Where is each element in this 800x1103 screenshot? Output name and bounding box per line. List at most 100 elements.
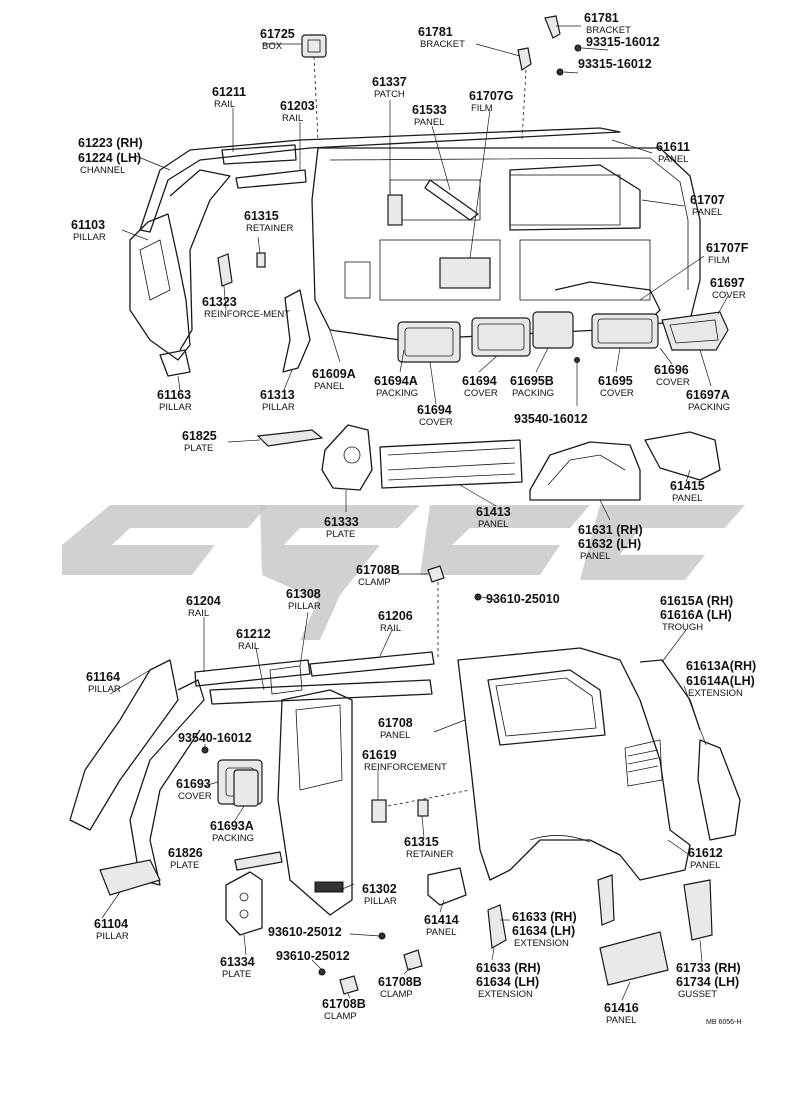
bracket-61781-part	[544, 15, 561, 39]
part-number: 61695	[598, 374, 633, 388]
part-number: 61694	[462, 374, 497, 388]
part-number: 61693A	[210, 819, 254, 833]
part-name: REINFORCE-MENT	[204, 309, 290, 320]
part-number: 61315	[244, 209, 279, 223]
part-number: 61615A (RH)	[660, 594, 733, 608]
part-name: PLATE	[170, 860, 199, 871]
part-name: RETAINER	[246, 223, 293, 234]
plate-61826-part	[234, 851, 283, 871]
part-name: PANEL	[380, 730, 410, 741]
part-name: PATCH	[374, 89, 405, 100]
part-number: 61337	[372, 75, 407, 89]
part-number: 61696	[654, 363, 689, 377]
part-name: COVER	[178, 791, 212, 802]
extension-61613A-part	[697, 739, 741, 841]
part-number: 61164	[86, 670, 120, 684]
part-number: 61334	[220, 955, 255, 969]
part-number: 61614A(LH)	[686, 674, 755, 688]
part-label-93610a: 93610-25010	[486, 592, 560, 606]
part-number: 61414	[424, 913, 459, 927]
watermark-logo	[62, 505, 745, 640]
part-number: 93315-16012	[586, 35, 660, 49]
panel-61612-part	[457, 647, 691, 881]
panel-61415-part	[644, 431, 721, 481]
plate-61825-part	[256, 429, 324, 447]
part-labels: 61725BOX61781BRACKET61781BRACKET93315-16…	[71, 11, 756, 1026]
leader-lines	[101, 25, 729, 1001]
part-number: 93610-25012	[276, 949, 350, 963]
part-label-61633b: 61633 (RH)	[476, 961, 541, 975]
part-number: 93610-25010	[486, 592, 560, 606]
part-name: BRACKET	[586, 25, 631, 36]
part-name: PANEL	[658, 154, 688, 165]
part-number: 61103	[71, 218, 105, 232]
part-number: 93540-16012	[514, 412, 588, 426]
part-name: RAIL	[380, 623, 401, 634]
part-number: 61707G	[469, 89, 513, 103]
part-name: REINFORCEMENT	[364, 762, 447, 773]
part-number: 61416	[604, 1001, 639, 1015]
part-name: RETAINER	[406, 849, 453, 860]
diagram-code: MB 6056-H	[706, 1019, 741, 1026]
part-name: COVER	[464, 388, 498, 399]
part-number: 61781	[418, 25, 453, 39]
part-number: 61697A	[686, 388, 730, 402]
part-number: 61223 (RH)	[78, 136, 143, 150]
part-name: PACKING	[688, 402, 730, 413]
part-name: COVER	[656, 377, 690, 388]
part-label-61613A: 61613A(RH)	[686, 659, 756, 673]
part-number: 61632 (LH)	[578, 537, 641, 551]
part-number: 61734 (LH)	[676, 975, 739, 989]
pillar-61163-part	[169, 169, 231, 351]
film-61707G-part	[439, 257, 491, 289]
part-label-61614A: 61614A(LH)EXTENSION	[686, 674, 755, 699]
part-number: 61694A	[374, 374, 418, 388]
part-label-61631: 61631 (RH)	[578, 523, 643, 537]
part-label-61634b: 61634 (LH)EXTENSION	[476, 975, 539, 1000]
part-number: 61333	[324, 515, 359, 529]
pillar-61164-part	[69, 659, 179, 831]
part-name: RAIL	[282, 113, 303, 124]
part-number: 61616A (LH)	[660, 608, 732, 622]
part-name: PILLAR	[159, 402, 192, 413]
reinforcement-61323-part	[217, 253, 233, 287]
part-name: TROUGH	[662, 622, 703, 633]
part-name: CLAMP	[324, 1011, 357, 1022]
packing-61695B-part	[532, 311, 574, 349]
part-name: COVER	[600, 388, 634, 399]
clamp-61708B-part-2	[339, 975, 359, 995]
part-name: CLAMP	[358, 577, 391, 588]
part-number: 61708	[378, 716, 413, 730]
part-number: 61609A	[312, 367, 356, 381]
part-label-61634a: 61634 (LH)EXTENSION	[512, 924, 575, 949]
part-number: 61413	[476, 505, 511, 519]
extension-61633-part	[597, 874, 615, 926]
channel-61223-part	[139, 127, 621, 233]
part-number: 61224 (LH)	[78, 151, 141, 165]
part-number: 61697	[710, 276, 745, 290]
retainer-61315-part	[256, 252, 266, 268]
rail-61211-part	[221, 144, 297, 165]
part-name: EXTENSION	[688, 688, 743, 699]
part-number: 61708B	[356, 563, 400, 577]
part-label-93315b: 93315-16012	[578, 57, 652, 71]
lower-body-assembly	[69, 565, 741, 995]
part-name: PLATE	[184, 443, 213, 454]
patch-61337-part	[387, 194, 403, 226]
